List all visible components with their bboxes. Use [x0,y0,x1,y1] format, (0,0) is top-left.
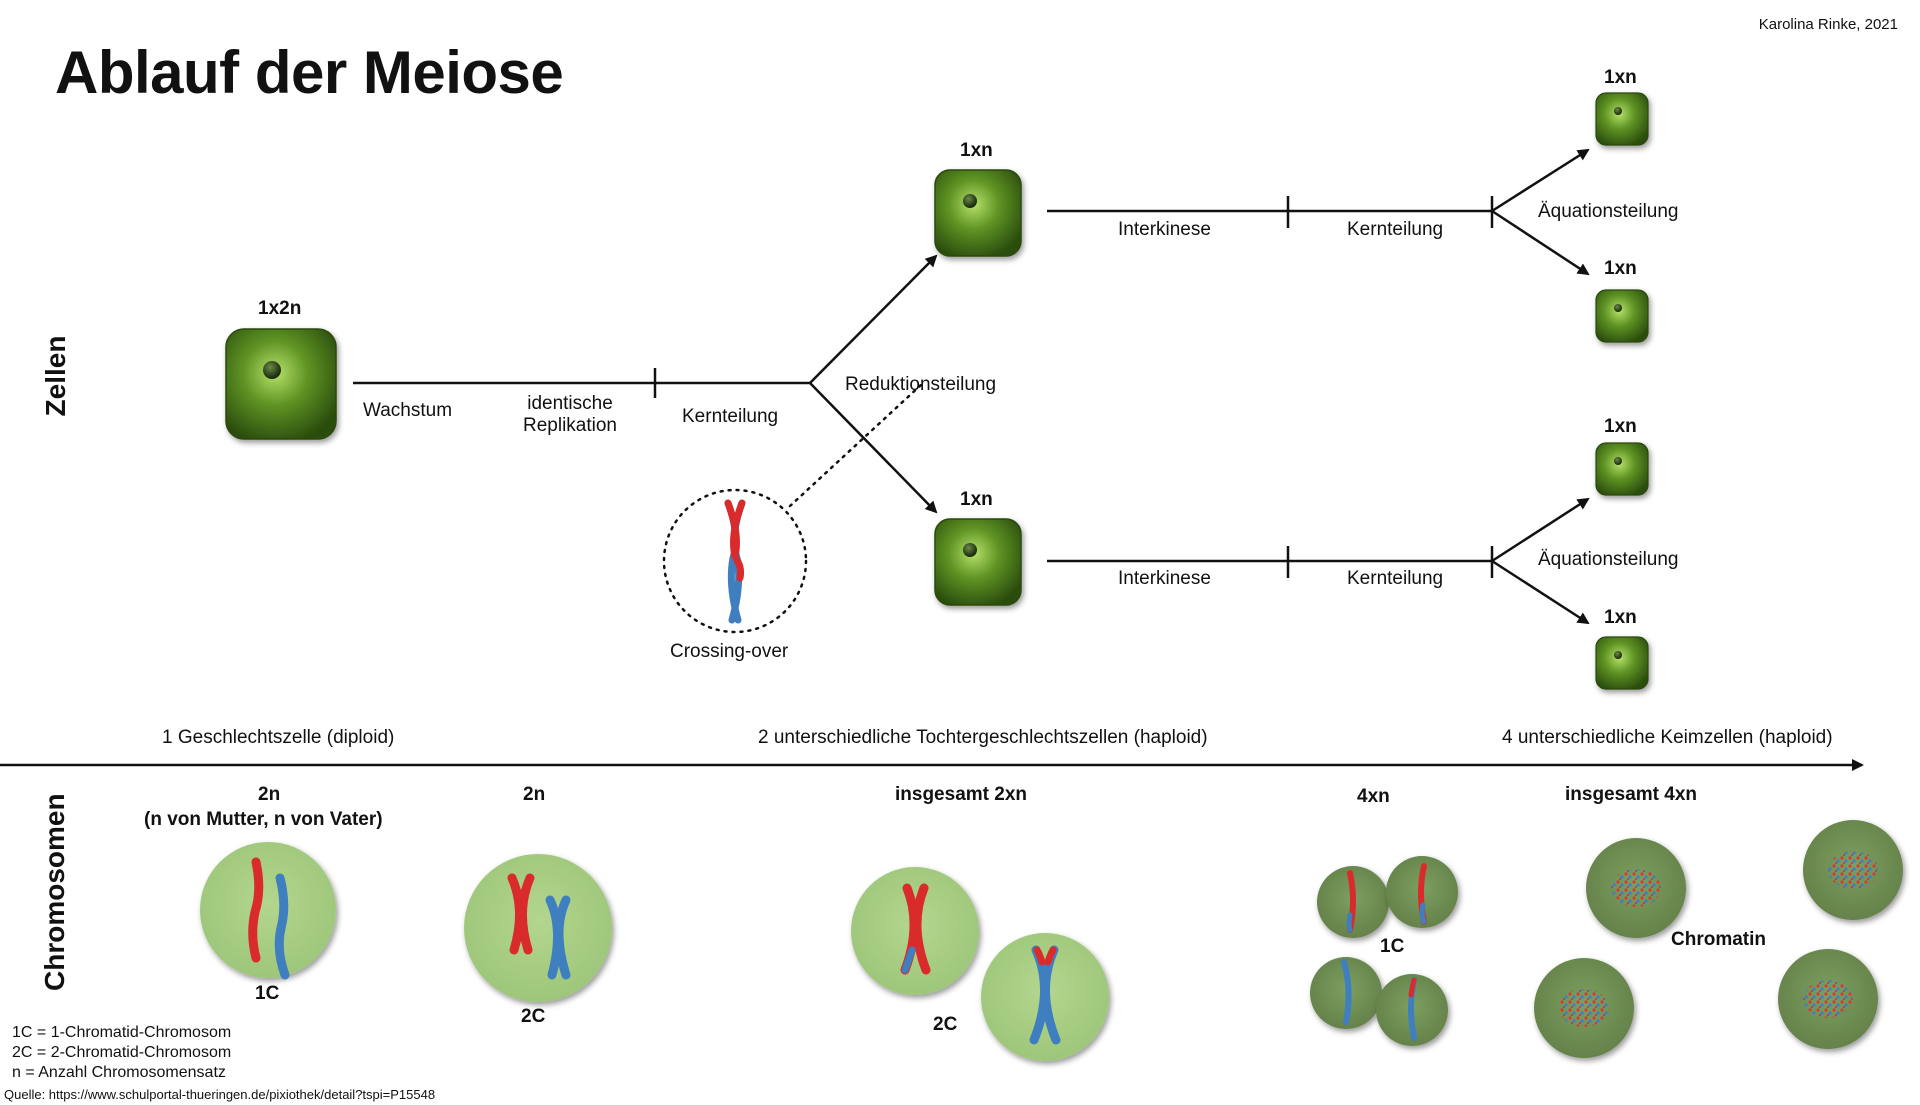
section-label-chromosomes: Chromosomen [39,793,70,991]
phase-nuclear-division: Kernteilung [682,406,779,427]
cell-label-gamete-1: 1xn [1604,67,1637,88]
cell-label-gamete-2: 1xn [1604,258,1637,279]
phase-reduction-division: Reduktionsteilung [845,374,997,395]
phase-aequation-top: Äquationsteilung [1538,201,1679,222]
crossing-over-chromosome [724,499,746,624]
crossing-over-connector [788,382,924,508]
crossing-over-circle [662,488,808,634]
chromatin-label: Chromatin [1671,929,1766,950]
chromosome-count-group-1: 2n [258,784,281,805]
arrow-to-gamete-1 [1491,148,1590,213]
cell-initial [225,328,337,440]
nucleus-group-1 [200,842,336,980]
nucleus-group-4 [1310,856,1458,1046]
source-link[interactable]: Quelle: https://www.schulportal-thuering… [4,1087,436,1102]
phase-kernteilung-top: Kernteilung [1347,219,1444,240]
cell-gamete-2 [1595,289,1649,343]
cell-gamete-3 [1595,442,1649,496]
cell-label-daughter-bottom: 1xn [960,489,993,510]
cell-gamete-4 [1595,636,1649,690]
phase-replication: identische Replikation [523,393,617,436]
cell-daughter-bottom [934,518,1022,606]
arrow-to-gamete-3 [1491,497,1590,563]
phase-aequation-bottom: Äquationsteilung [1538,549,1679,570]
chromosome-sub-group-1: (n von Mutter, n von Vater) [144,809,383,830]
cell-label-initial: 1x2n [258,298,302,319]
phase-crossing-over: Crossing-over [670,641,789,662]
legend-line-2: 2C = 2-Chromatid-Chromosom [12,1044,232,1061]
nucleus-group-3b [981,933,1109,1061]
nucleus-group-2 [464,854,612,1002]
legend-line-1: 1C = 1-Chromatid-Chromosom [12,1024,232,1041]
chromatin-blob [1559,989,1609,1027]
chromosome-count-group-4: 4xn [1357,786,1390,807]
phase-interkinese-bottom: Interkinese [1118,568,1211,589]
chromosome-type-group-3: 2C [933,1014,958,1035]
timeline-stage-1: 1 Geschlechtszelle (diploid) [162,727,395,748]
chromosome-count-group-3: insgesamt 2xn [895,784,1027,805]
timeline-stage-3: 4 unterschiedliche Keimzellen (haploid) [1502,727,1833,748]
arrow-to-bottom-daughter [809,382,938,514]
arrow-to-top-daughter [809,254,938,384]
nucleus-group-5 [1534,820,1903,1058]
cell-label-daughter-top: 1xn [960,140,993,161]
cell-daughter-top [934,169,1022,257]
phase-interkinese-top: Interkinese [1118,219,1211,240]
chromosome-count-group-5: insgesamt 4xn [1565,784,1697,805]
chromosome-type-group-1: 1C [255,983,280,1004]
nucleus-group-3a [851,867,979,995]
legend-line-3: n = Anzahl Chromosomensatz [12,1064,226,1081]
chromatin-blob [1611,869,1661,907]
cell-label-gamete-4: 1xn [1604,607,1637,628]
timeline-stage-2: 2 unterschiedliche Tochtergeschlechtszel… [758,727,1208,748]
chromosome-type-group-2: 2C [521,1006,546,1027]
author-credit: Karolina Rinke, 2021 [1758,16,1898,33]
chromosome-type-group-4: 1C [1380,936,1405,957]
arrow-to-gamete-4 [1491,559,1590,625]
phase-growth: Wachstum [363,400,453,421]
page-title: Ablauf der Meiose [55,39,564,106]
chromosome-count-group-2: 2n [523,784,546,805]
phase-kernteilung-bottom: Kernteilung [1347,568,1444,589]
cell-pathway-lines [353,148,1590,625]
arrow-to-gamete-2 [1491,209,1590,276]
cell-gamete-1 [1595,92,1649,146]
chromatin-blob [1828,851,1878,889]
section-label-cells: Zellen [40,335,71,417]
cell-label-gamete-3: 1xn [1604,416,1637,437]
chromatin-blob [1803,980,1853,1018]
